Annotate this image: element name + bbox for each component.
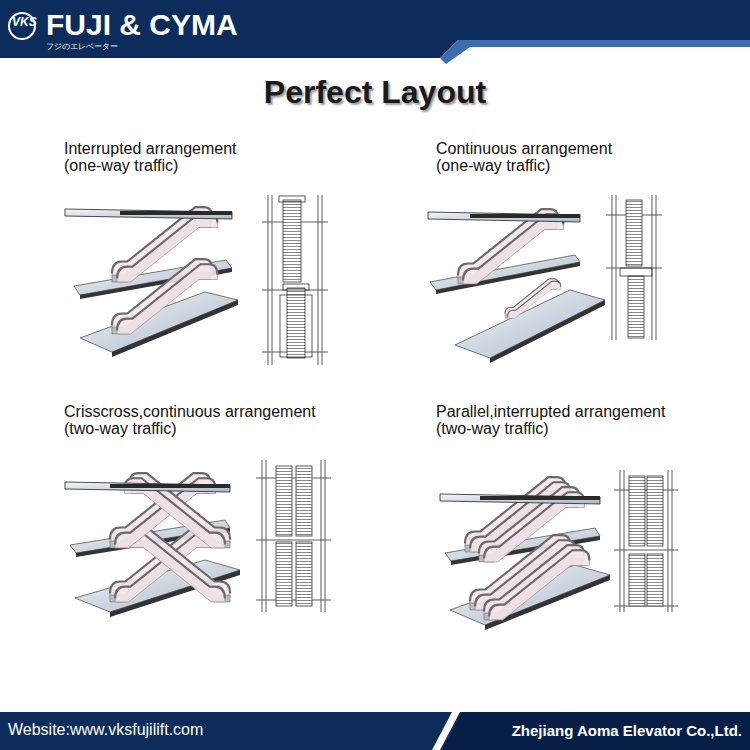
company-name: Zhejiang Aoma Elevator Co.,Ltd.	[512, 722, 742, 739]
traffic-note: (one-way traffic)	[436, 157, 550, 175]
parallel-plan	[614, 470, 678, 612]
continuous-plan	[606, 195, 662, 340]
layout-caption: Continuous arrangement	[436, 140, 612, 158]
page-title: Perfect Layout	[0, 74, 750, 111]
crisscross-illustration	[65, 473, 240, 617]
layout-caption: Crisscross,continuous arrangement	[64, 403, 316, 421]
traffic-note: (two-way traffic)	[436, 420, 549, 438]
crisscross-plan	[256, 460, 331, 612]
footer-band: Website:www.vksfujilift.com Zhejiang Aoma…	[0, 712, 750, 750]
website: Website:www.vksfujilift.com	[8, 721, 203, 739]
continuous-illustration	[428, 209, 605, 363]
layout-caption: Parallel,interrupted arrangement	[436, 403, 665, 421]
interrupted-illustration	[65, 207, 238, 357]
traffic-note: (one-way traffic)	[64, 157, 178, 175]
traffic-note: (two-way traffic)	[64, 420, 177, 438]
brand-name: FUJI & CYMA	[46, 8, 238, 43]
brand-tagline: フジのエレベーター	[46, 42, 118, 51]
header-band: VKS FUJI & CYMAフジのエレベーター	[0, 0, 750, 58]
footer-band	[0, 712, 750, 750]
parallel-illustration	[440, 477, 610, 630]
layout-caption: Interrupted arrangement	[64, 140, 237, 158]
footer-panel	[442, 712, 750, 750]
logo-mark: VKS	[12, 16, 37, 30]
header-stripe	[440, 40, 750, 64]
header-band	[0, 0, 750, 58]
footer-stripe	[432, 712, 460, 750]
interrupted-plan	[262, 195, 328, 365]
